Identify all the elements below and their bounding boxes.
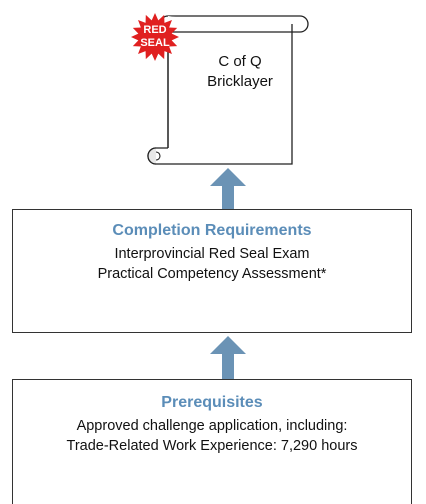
- certificate-line1: C of Q: [218, 53, 262, 70]
- certificate-title: C of Q Bricklayer: [190, 52, 290, 92]
- completion-item: Interprovincial Red Seal Exam: [114, 246, 310, 262]
- seal-starburst-icon: [131, 13, 179, 61]
- completion-requirements-box: Completion Requirements Interprovincial …: [12, 209, 412, 333]
- prerequisites-title: Prerequisites: [161, 394, 263, 411]
- arrow-up-icon: [210, 168, 246, 210]
- arrow-up-icon: [210, 336, 246, 379]
- prerequisites-box: Prerequisites Approved challenge applica…: [12, 379, 412, 504]
- completion-item: Practical Competency Assessment*: [97, 266, 327, 282]
- prerequisite-item: Trade-Related Work Experience: 7,290 hou…: [66, 438, 358, 454]
- red-seal-badge: RED SEAL: [130, 12, 180, 62]
- completion-title: Completion Requirements: [112, 222, 312, 239]
- seal-label: RED SEAL: [130, 24, 180, 50]
- certificate-line2: Bricklayer: [207, 73, 273, 90]
- certificate-scroll: [147, 15, 309, 165]
- seal-label-line2: SEAL: [140, 37, 170, 49]
- seal-label-line1: RED: [143, 24, 167, 36]
- prerequisite-item: Approved challenge application, includin…: [76, 418, 348, 434]
